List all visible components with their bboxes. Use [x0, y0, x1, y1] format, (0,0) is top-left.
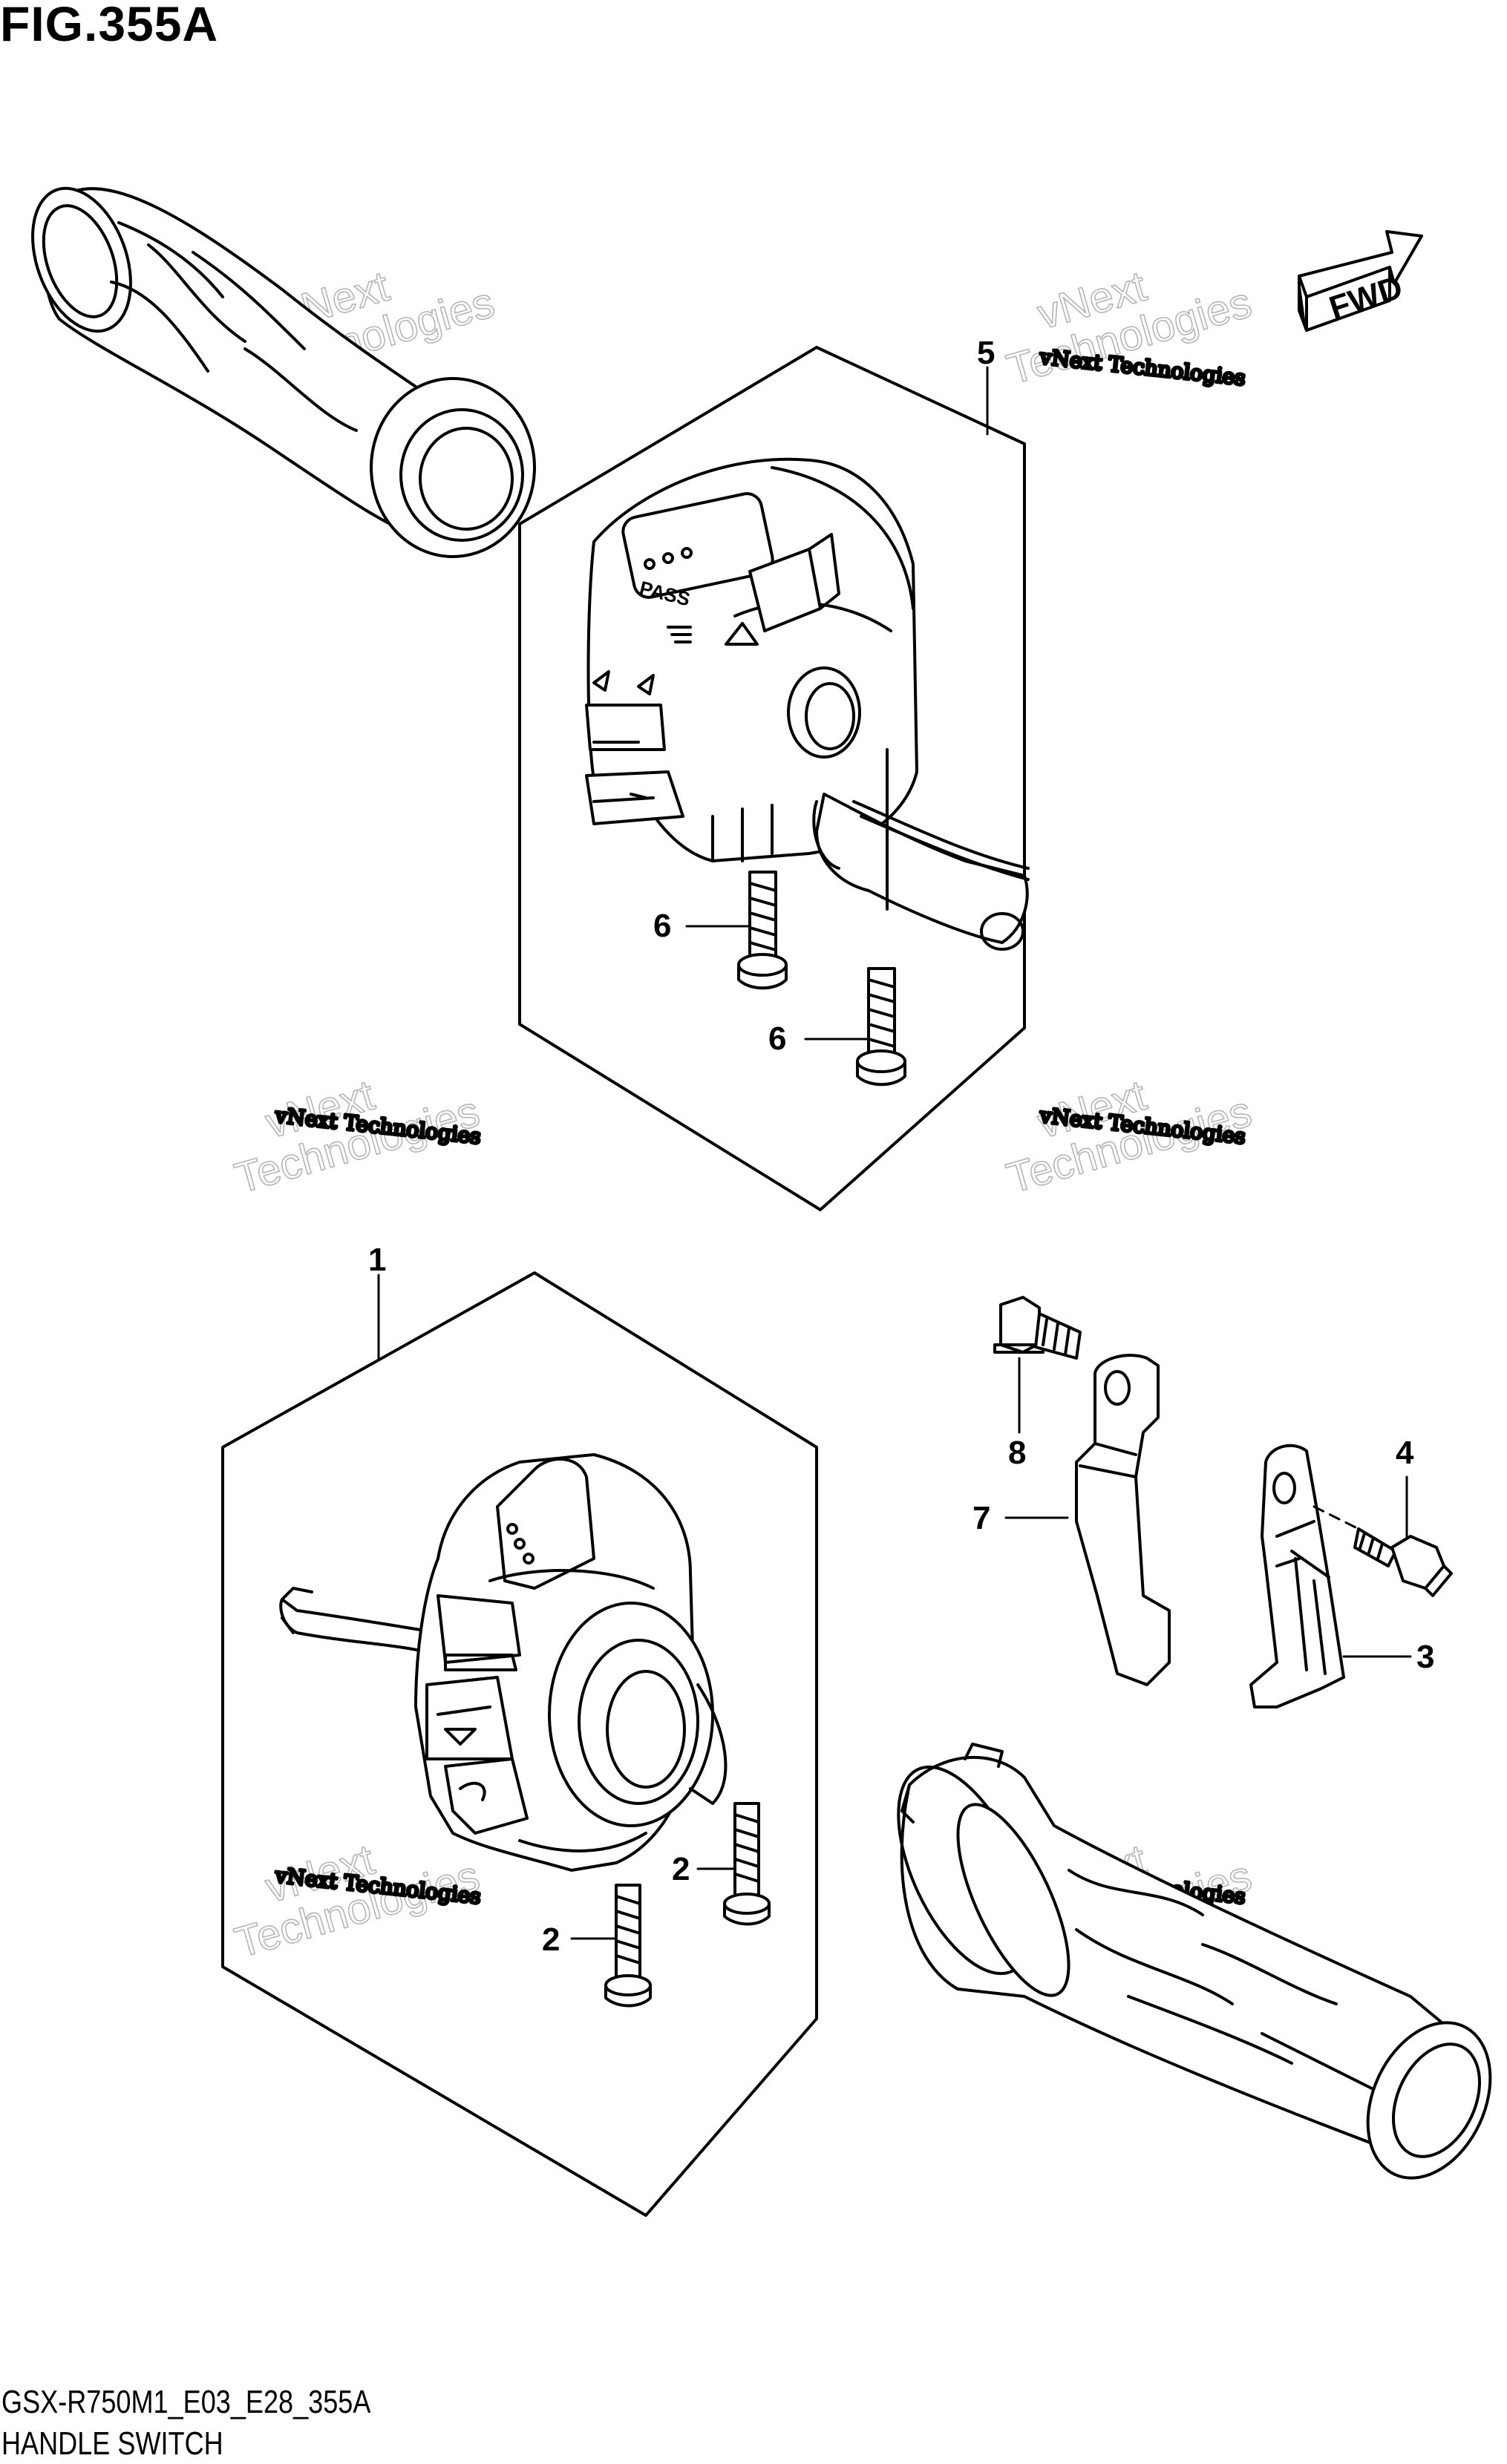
- figure-code: GSX-R750M1_E03_E28_355A: [1, 2384, 371, 2420]
- callout-6b: 6: [768, 1020, 786, 1057]
- callout-6a: 6: [653, 908, 671, 944]
- callout-2a: 2: [672, 1851, 690, 1887]
- right-handle-switch: PASS: [585, 457, 1030, 951]
- screw-6b: [856, 967, 906, 1087]
- screw-2a: [723, 1802, 771, 1926]
- bracket-7: [1075, 1354, 1171, 1686]
- left-grip: [31, 186, 536, 558]
- callout-2b: 2: [542, 1921, 560, 1958]
- right-grip: [897, 1743, 1492, 2180]
- callout-1: 1: [368, 1242, 386, 1278]
- screw-6a: [737, 871, 788, 990]
- callout-4: 4: [1396, 1435, 1414, 1471]
- assembly-5-boundary: [518, 346, 1026, 1211]
- callout-8: 8: [1008, 1435, 1026, 1471]
- bolt-8: [993, 1296, 1082, 1360]
- callout-3: 3: [1416, 1639, 1434, 1675]
- bracket-3: [1249, 1444, 1345, 1708]
- figure-title: FIG.355A: [0, 0, 219, 51]
- left-handle-switch: [279, 1453, 728, 1872]
- screw-2b: [604, 1884, 652, 2008]
- assembly-1-boundary: [221, 1271, 818, 2217]
- figure-name: HANDLE SWITCH: [1, 2425, 223, 2462]
- callout-5: 5: [977, 335, 995, 371]
- fwd-direction-badge: FWD: [1298, 230, 1423, 332]
- callout-7: 7: [972, 1500, 990, 1536]
- bolt-4: [1313, 1505, 1453, 1597]
